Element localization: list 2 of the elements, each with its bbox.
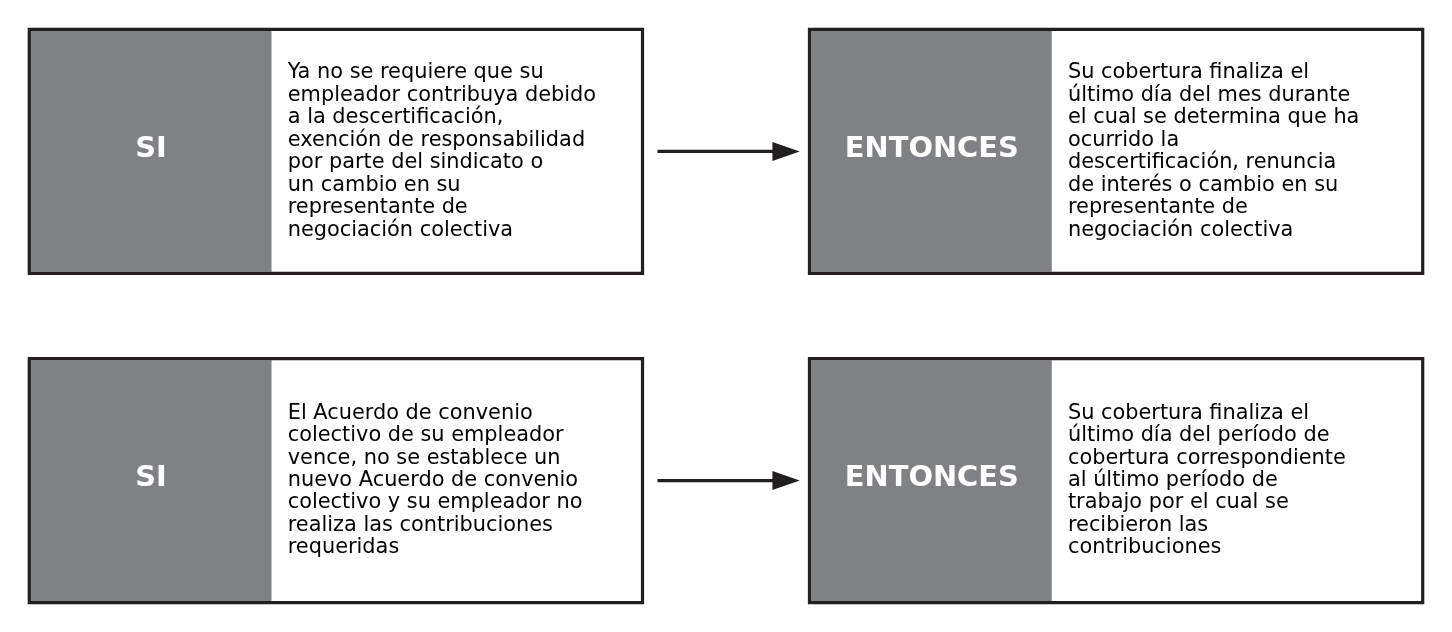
arrow	[657, 141, 800, 162]
arrow	[657, 470, 800, 491]
